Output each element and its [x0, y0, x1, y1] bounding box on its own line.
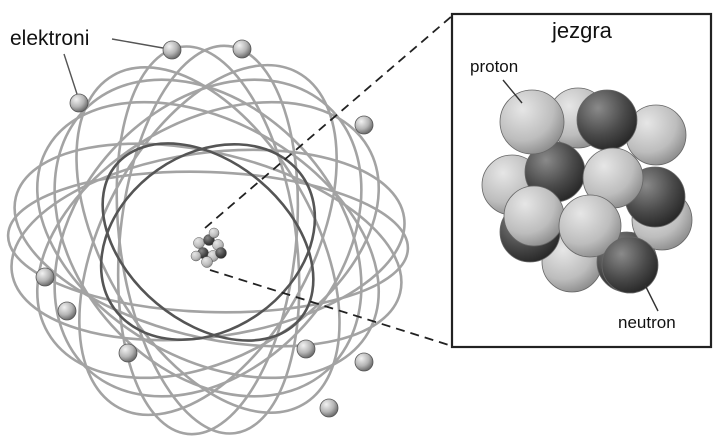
neutron-label: neutron: [618, 313, 676, 332]
proton-label: proton: [470, 57, 519, 76]
nucleus-large: [481, 87, 693, 294]
electron: [35, 267, 55, 287]
orbit: [53, 78, 363, 398]
electrons-label: elektroni: [10, 27, 90, 50]
electron-leader-lines: [63, 38, 164, 95]
neutron: [601, 236, 659, 294]
orbit: [116, 44, 300, 436]
electron: [57, 301, 77, 321]
orbit: [6, 170, 410, 314]
proton: [558, 194, 622, 258]
electron: [319, 398, 339, 418]
electron: [232, 39, 252, 59]
electron: [118, 343, 138, 363]
zoom-lines: [204, 15, 453, 347]
nucleon-leader-lines: [502, 79, 659, 312]
electrons: [35, 39, 374, 418]
electron: [354, 352, 374, 372]
electron: [69, 93, 89, 113]
inner-orbit: [99, 142, 317, 342]
neutron: [576, 89, 638, 151]
proton: [503, 185, 565, 247]
orbits: [6, 44, 410, 436]
nucleus-small: [190, 227, 227, 268]
electron: [296, 339, 316, 359]
electron: [354, 115, 374, 135]
electron: [162, 40, 182, 60]
orbit: [35, 100, 381, 380]
inner-orbits: [99, 142, 317, 342]
nucleus-label: jezgra: [552, 18, 612, 43]
inner-orbit: [101, 142, 315, 342]
orbit: [53, 78, 363, 398]
orbit: [75, 65, 341, 415]
orbit: [78, 63, 338, 417]
proton: [499, 89, 565, 155]
orbit: [13, 142, 403, 348]
